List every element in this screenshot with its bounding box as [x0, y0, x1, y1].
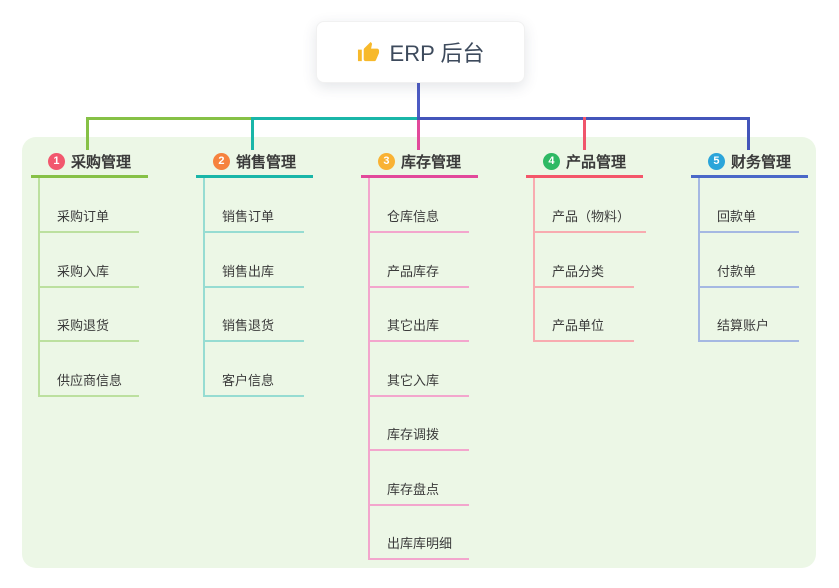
- branch-finance-management: 5 财务管理 回款单 付款单 结算账户: [691, 137, 839, 570]
- root-stem-line: [417, 81, 420, 118]
- node-sales-order[interactable]: 销售订单: [203, 209, 304, 233]
- node-receipt-order[interactable]: 回款单: [698, 209, 799, 233]
- branch-3-number-badge: 3: [377, 153, 395, 170]
- branch-1-label: 采购管理: [70, 154, 131, 171]
- root-node[interactable]: ERP 后台: [316, 21, 525, 83]
- connector-bar-left: [86, 117, 251, 120]
- root-label: ERP 后台: [389, 41, 485, 66]
- node-settlement-account[interactable]: 结算账户: [698, 318, 799, 342]
- branch-4-drop-line: [583, 117, 586, 150]
- branch-4-trunk-line: [533, 178, 535, 342]
- branch-2-label: 销售管理: [235, 154, 296, 171]
- node-product-category[interactable]: 产品分类: [533, 264, 634, 288]
- branch-4-label: 产品管理: [565, 154, 626, 171]
- thumbs-up-icon: [357, 41, 380, 64]
- node-purchase-order[interactable]: 采购订单: [38, 209, 139, 233]
- node-purchase-return[interactable]: 采购退货: [38, 318, 139, 342]
- node-sales-outbound[interactable]: 销售出库: [203, 264, 304, 288]
- node-warehouse-info[interactable]: 仓库信息: [368, 209, 469, 233]
- branch-4-number-badge: 4: [542, 153, 560, 170]
- node-purchase-inbound[interactable]: 采购入库: [38, 264, 139, 288]
- node-stock-transfer[interactable]: 库存调拨: [368, 427, 469, 451]
- node-outbound-detail[interactable]: 出库库明细: [368, 536, 469, 560]
- branch-heading-purchase-management[interactable]: 1 采购管理: [31, 148, 148, 178]
- branch-2-drop-line: [251, 117, 254, 150]
- branch-1-number-badge: 1: [47, 153, 65, 170]
- branch-1-drop-line: [86, 117, 89, 150]
- branch-sales-management: 2 销售管理 销售订单 销售出库 销售退货 客户信息: [196, 137, 356, 570]
- branch-product-management: 4 产品管理 产品（物料） 产品分类 产品单位: [526, 137, 686, 570]
- node-supplier-info[interactable]: 供应商信息: [38, 373, 139, 397]
- node-payment-order[interactable]: 付款单: [698, 264, 799, 288]
- mindmap-canvas: [22, 137, 816, 568]
- branch-heading-sales-management[interactable]: 2 销售管理: [196, 148, 313, 178]
- branch-heading-product-management[interactable]: 4 产品管理: [526, 148, 643, 178]
- branch-3-label: 库存管理: [400, 154, 461, 171]
- branch-5-number-badge: 5: [707, 153, 725, 170]
- node-other-inbound[interactable]: 其它入库: [368, 373, 469, 397]
- branch-3-drop-line: [417, 120, 420, 150]
- node-sales-return[interactable]: 销售退货: [203, 318, 304, 342]
- node-stock-count[interactable]: 库存盘点: [368, 482, 469, 506]
- node-other-outbound[interactable]: 其它出库: [368, 318, 469, 342]
- branch-5-trunk-line: [698, 178, 700, 342]
- branch-heading-inventory-management[interactable]: 3 库存管理: [361, 148, 478, 178]
- node-product-stock[interactable]: 产品库存: [368, 264, 469, 288]
- node-customer-info[interactable]: 客户信息: [203, 373, 304, 397]
- branch-2-number-badge: 2: [212, 153, 230, 170]
- branch-3-trunk-line: [368, 178, 370, 560]
- node-product-material[interactable]: 产品（物料）: [533, 209, 647, 233]
- branch-5-drop-line: [747, 117, 750, 150]
- branch-inventory-management: 3 库存管理 仓库信息 产品库存 其它出库 其它入库 库存调拨 库存盘点 出库库…: [361, 137, 521, 570]
- branch-5-label: 财务管理: [730, 154, 791, 171]
- connector-bar-mid: [251, 117, 417, 120]
- branch-heading-finance-management[interactable]: 5 财务管理: [691, 148, 808, 178]
- node-product-unit[interactable]: 产品单位: [533, 318, 634, 342]
- branch-purchase-management: 1 采购管理 采购订单 采购入库 采购退货 供应商信息: [31, 137, 191, 570]
